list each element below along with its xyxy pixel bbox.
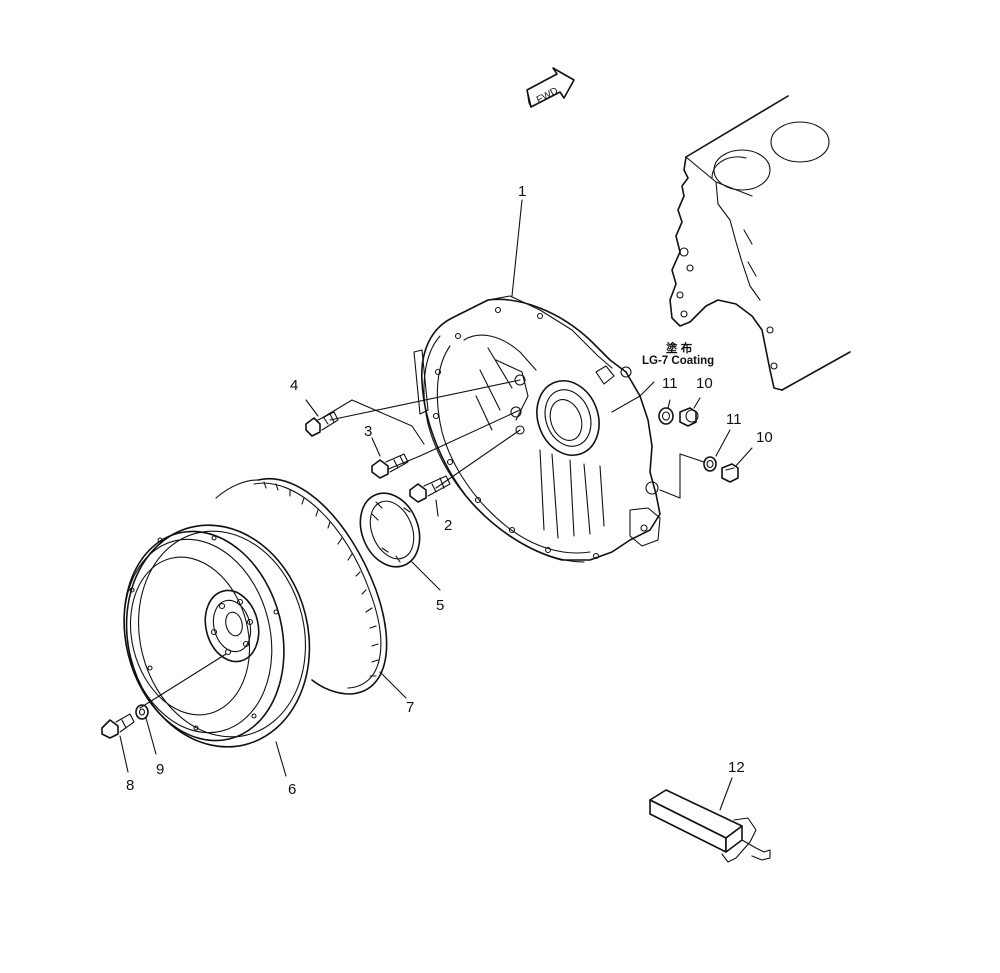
bolt-8 xyxy=(101,713,135,739)
fwd-label: FWD xyxy=(535,86,560,106)
ring-gear-7 xyxy=(215,477,388,695)
bolt-3 xyxy=(371,453,409,479)
coating-note: 塗 布 LG-7 Coating xyxy=(642,341,714,367)
plug-10-upper xyxy=(679,407,699,427)
washer-11-lower xyxy=(703,456,717,472)
engine-block xyxy=(669,95,851,391)
callout-10-lower: 10 xyxy=(756,429,773,446)
tool-12 xyxy=(649,789,771,863)
callout-6: 6 xyxy=(288,781,296,798)
flywheel-housing xyxy=(413,295,661,563)
callout-8: 8 xyxy=(126,777,134,794)
callout-12: 12 xyxy=(728,759,745,776)
coating-note-kanji: 塗 布 xyxy=(666,341,693,355)
washer-9 xyxy=(135,704,149,720)
fwd-arrow-icon: FWD xyxy=(526,67,575,108)
callout-11-lower: 11 xyxy=(726,411,742,428)
callout-numbers: 1 2 3 4 5 6 7 8 9 10 11 10 11 12 xyxy=(126,183,773,798)
callout-2: 2 xyxy=(444,517,452,534)
callout-10-upper: 10 xyxy=(696,375,713,392)
callout-4: 4 xyxy=(290,377,298,394)
coating-note-text: LG-7 Coating xyxy=(642,355,714,367)
flywheel-6 xyxy=(123,524,311,748)
washer-11-upper xyxy=(658,407,674,425)
callout-5: 5 xyxy=(436,597,444,614)
callout-1: 1 xyxy=(518,183,526,200)
leader-lines xyxy=(119,199,753,811)
callout-3: 3 xyxy=(364,423,372,440)
bolt-2 xyxy=(409,475,451,503)
callout-7: 7 xyxy=(406,699,414,716)
callout-9: 9 xyxy=(156,761,164,778)
bolt-4 xyxy=(305,411,339,437)
plug-10-lower xyxy=(721,463,739,483)
callout-11-upper: 11 xyxy=(662,375,678,392)
oil-seal-5 xyxy=(359,492,421,568)
